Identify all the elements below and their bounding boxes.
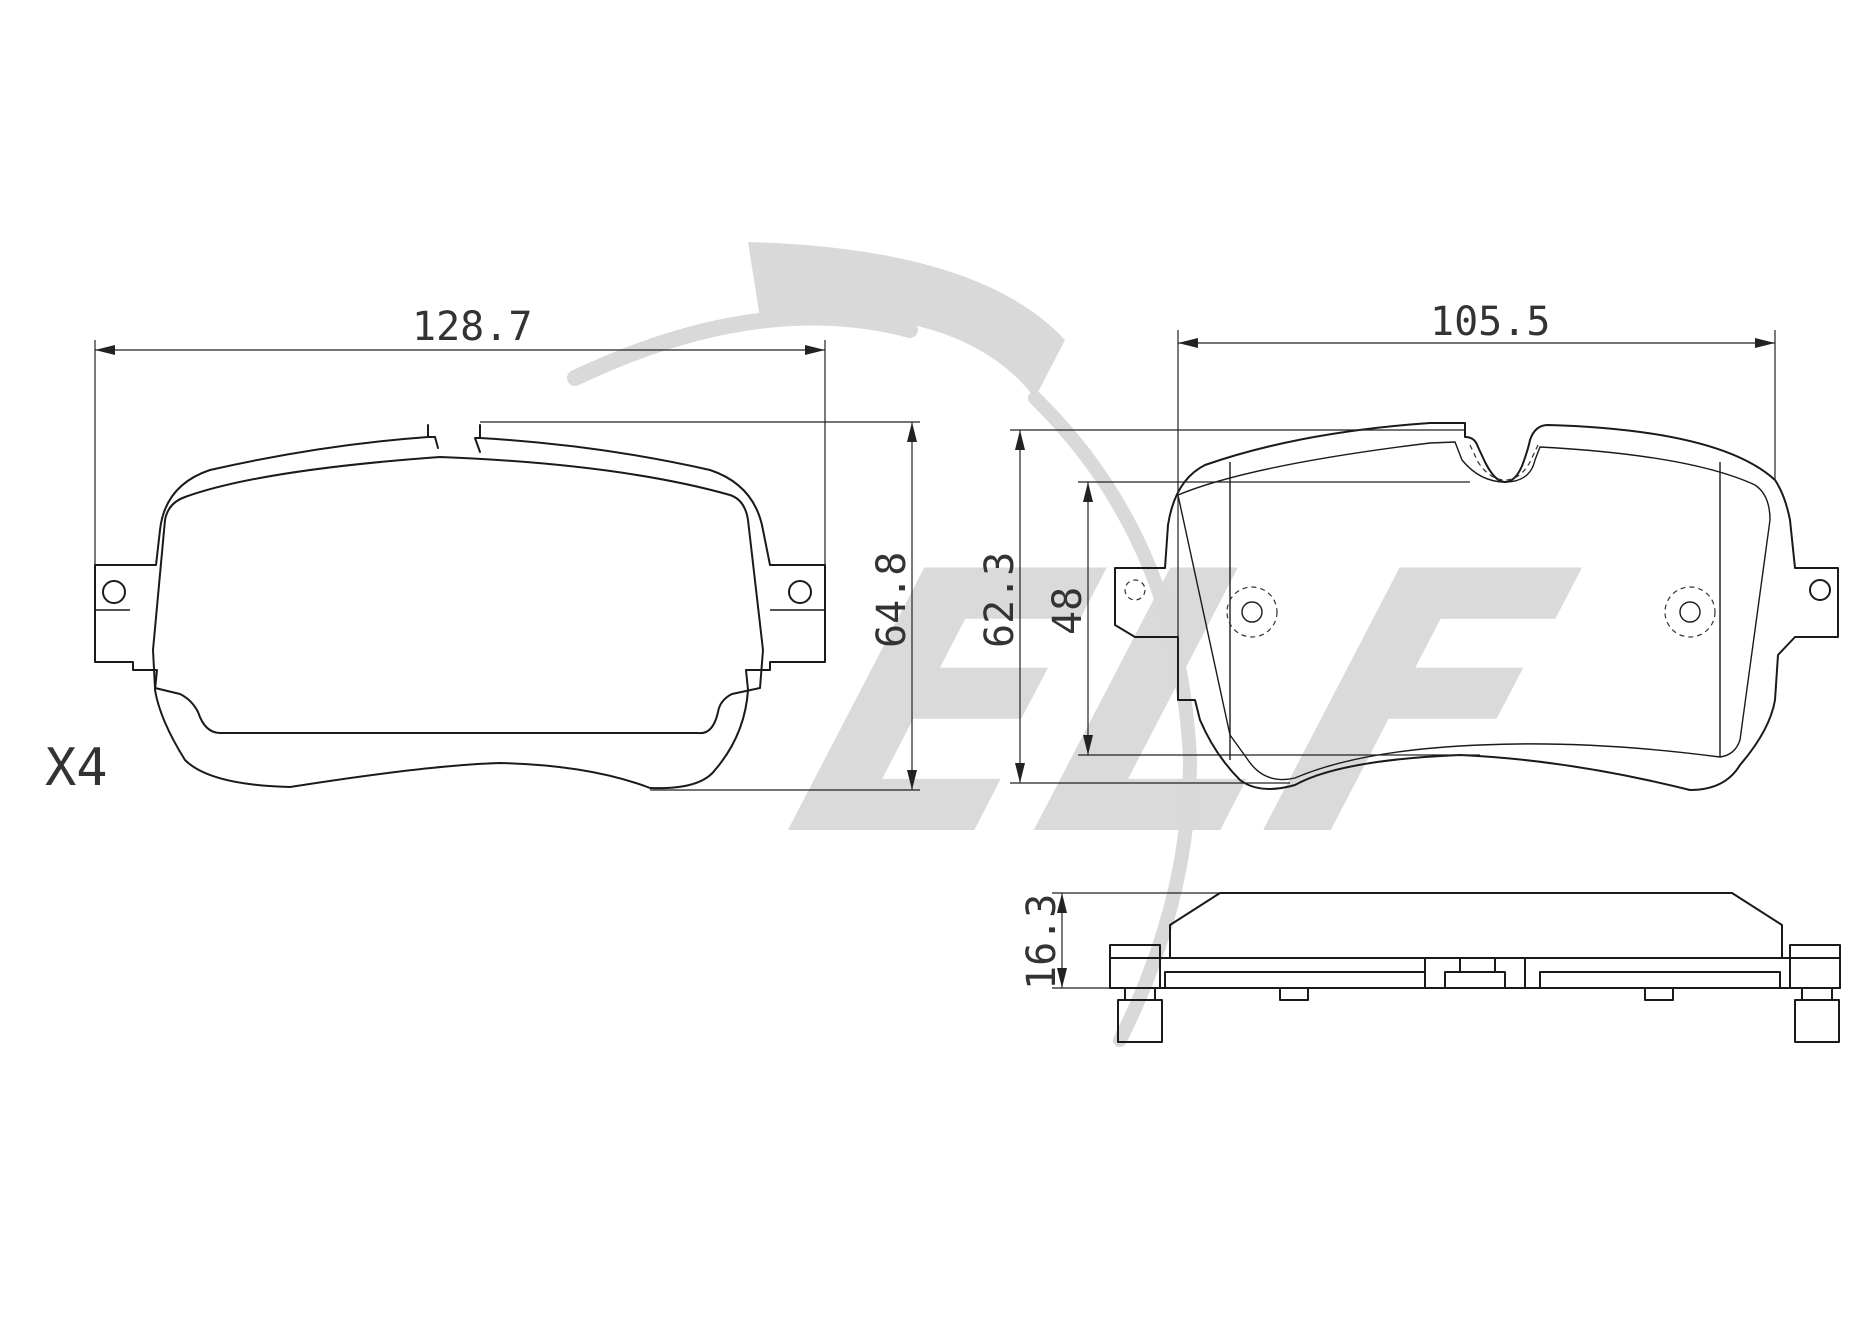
pad-b-left-tab-hole xyxy=(1124,579,1146,601)
pad-a-width-dimension: 128.7 xyxy=(94,304,826,565)
pad-b-left-piston-inner xyxy=(1241,601,1263,623)
pad-b-friction-height-label: 48 xyxy=(1045,587,1091,635)
pad-a-front-view xyxy=(94,424,826,790)
pad-b-right-piston-inner xyxy=(1679,601,1701,623)
pad-a-left-hole xyxy=(102,580,126,604)
pad-b-friction-material xyxy=(1177,441,1771,781)
side-friction-material xyxy=(1169,892,1783,959)
pad-a-notch xyxy=(427,436,481,453)
elf-watermark-logo: ELF xyxy=(567,242,1610,1047)
pad-thickness-label: 16.3 xyxy=(1019,894,1065,990)
pad-a-right-hole xyxy=(788,580,812,604)
pad-a-height-label: 64.8 xyxy=(869,552,915,648)
side-right-clip xyxy=(1801,987,1833,1001)
pad-b-front-view xyxy=(1114,422,1839,791)
pad-b-height-dimensions: 62.3 48 xyxy=(977,429,1480,784)
pad-thickness-dimension: 16.3 xyxy=(1019,892,1220,990)
pad-b-right-piston-outer xyxy=(1664,586,1716,638)
quantity-label: X4 xyxy=(45,738,108,798)
watermark-text: ELF xyxy=(752,497,1609,916)
pad-a-backing-plate xyxy=(94,424,826,790)
pad-b-right-tab-hole xyxy=(1809,579,1831,601)
pad-b-left-piston-outer xyxy=(1226,586,1278,638)
pad-b-side-view xyxy=(1109,892,1841,1043)
pad-a-width-label: 128.7 xyxy=(412,304,532,350)
pad-b-width-dimension: 105.5 xyxy=(1177,299,1776,700)
pad-b-backing-plate xyxy=(1114,422,1839,791)
pad-a-height-dimension: 64.8 xyxy=(480,421,920,791)
pad-a-friction-material xyxy=(152,456,764,735)
pad-b-total-height-label: 62.3 xyxy=(977,552,1023,648)
pad-b-width-label: 105.5 xyxy=(1430,299,1550,345)
